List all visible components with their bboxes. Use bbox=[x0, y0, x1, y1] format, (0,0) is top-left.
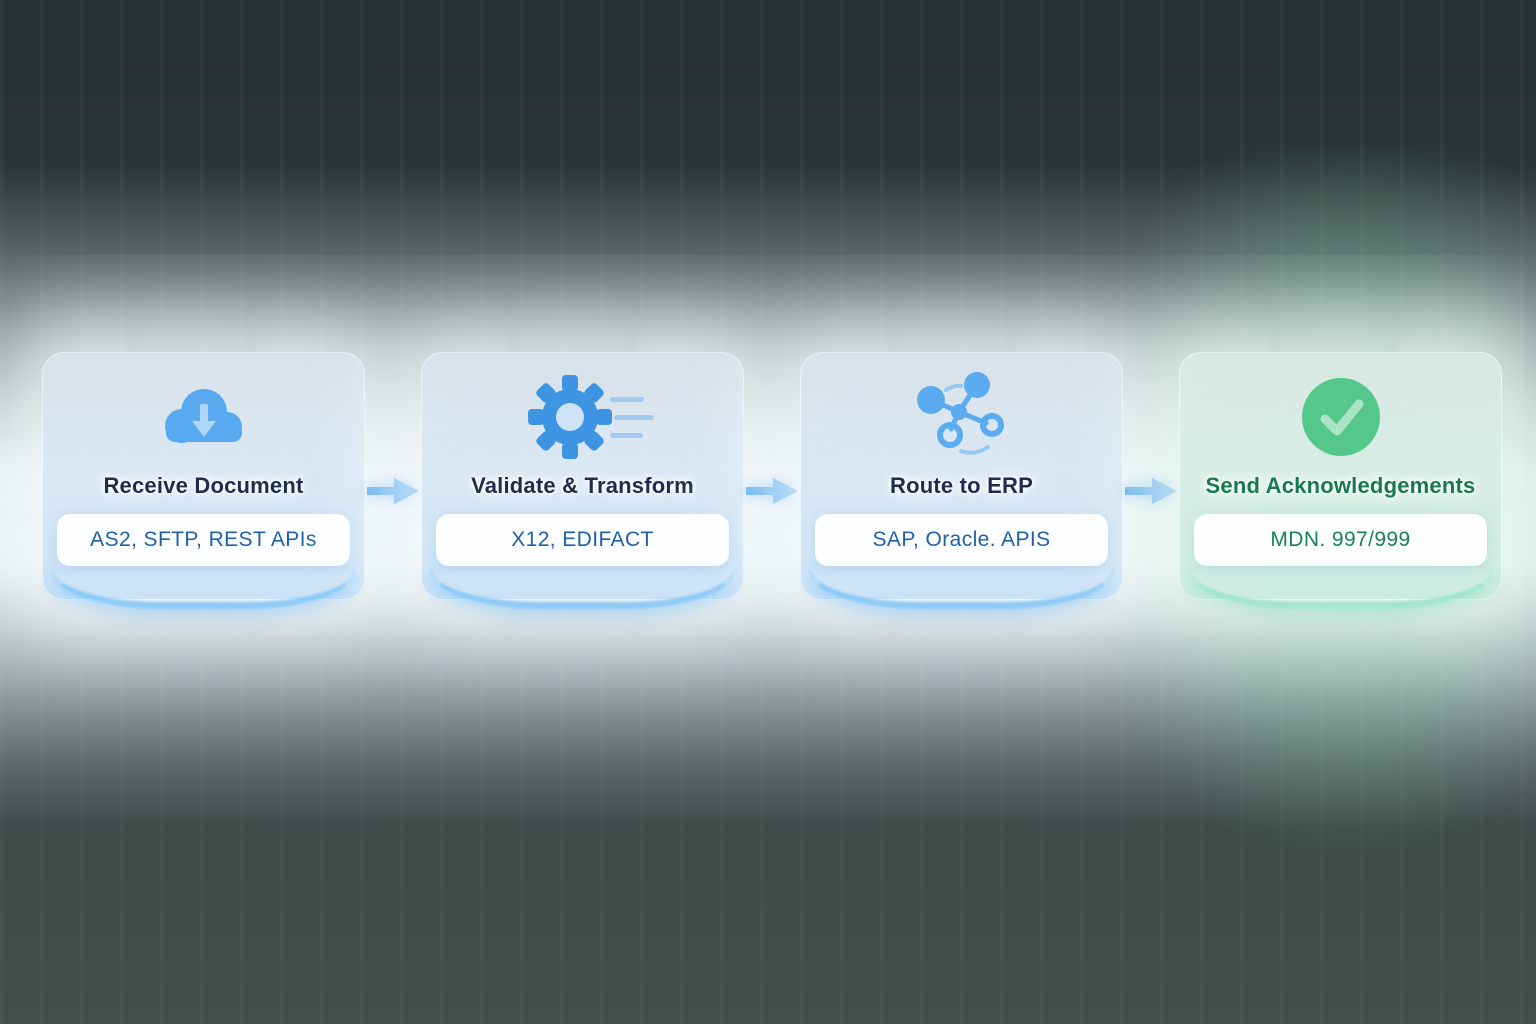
arrow-right-icon bbox=[367, 478, 419, 504]
step-detail-pill: AS2, SFTP, REST APIs bbox=[57, 514, 350, 566]
step-title: Validate & Transform bbox=[471, 473, 694, 498]
step-detail-pill: MDN. 997/999 bbox=[1194, 514, 1487, 566]
flow-connector bbox=[1123, 352, 1179, 600]
step-detail-pill: X12, EDIFACT bbox=[436, 514, 729, 566]
step-card-receive-document: Receive Document AS2, SFTP, REST APIs bbox=[42, 352, 365, 609]
arrow-right-icon bbox=[1125, 478, 1177, 504]
step-title: Send Acknowledgements bbox=[1205, 473, 1476, 498]
step-subtitle: X12, EDIFACT bbox=[511, 528, 654, 551]
step-subtitle: MDN. 997/999 bbox=[1270, 528, 1411, 551]
step-card-send-acknowledgements: Send Acknowledgements MDN. 997/999 bbox=[1179, 352, 1502, 609]
step-detail-pill: SAP, Oracle. APIS bbox=[815, 514, 1108, 566]
network-nodes-icon bbox=[887, 372, 1037, 457]
cloud-download-icon bbox=[129, 377, 279, 457]
flow-connector bbox=[365, 352, 421, 600]
step-card-route-to-erp: Route to ERP SAP, Oracle. APIS bbox=[800, 352, 1123, 609]
step-title: Route to ERP bbox=[890, 473, 1033, 498]
flow-row: Receive Document AS2, SFTP, REST APIs bbox=[42, 352, 1502, 609]
gear-icon bbox=[508, 375, 658, 459]
arrow-right-icon bbox=[746, 478, 798, 504]
step-card-validate-transform: Validate & Transform X12, EDIFACT bbox=[421, 352, 744, 609]
step-title: Receive Document bbox=[103, 473, 304, 498]
step-subtitle: AS2, SFTP, REST APIs bbox=[90, 528, 317, 551]
step-subtitle: SAP, Oracle. APIS bbox=[872, 528, 1051, 551]
check-circle-icon bbox=[1266, 377, 1416, 457]
flow-connector bbox=[744, 352, 800, 600]
